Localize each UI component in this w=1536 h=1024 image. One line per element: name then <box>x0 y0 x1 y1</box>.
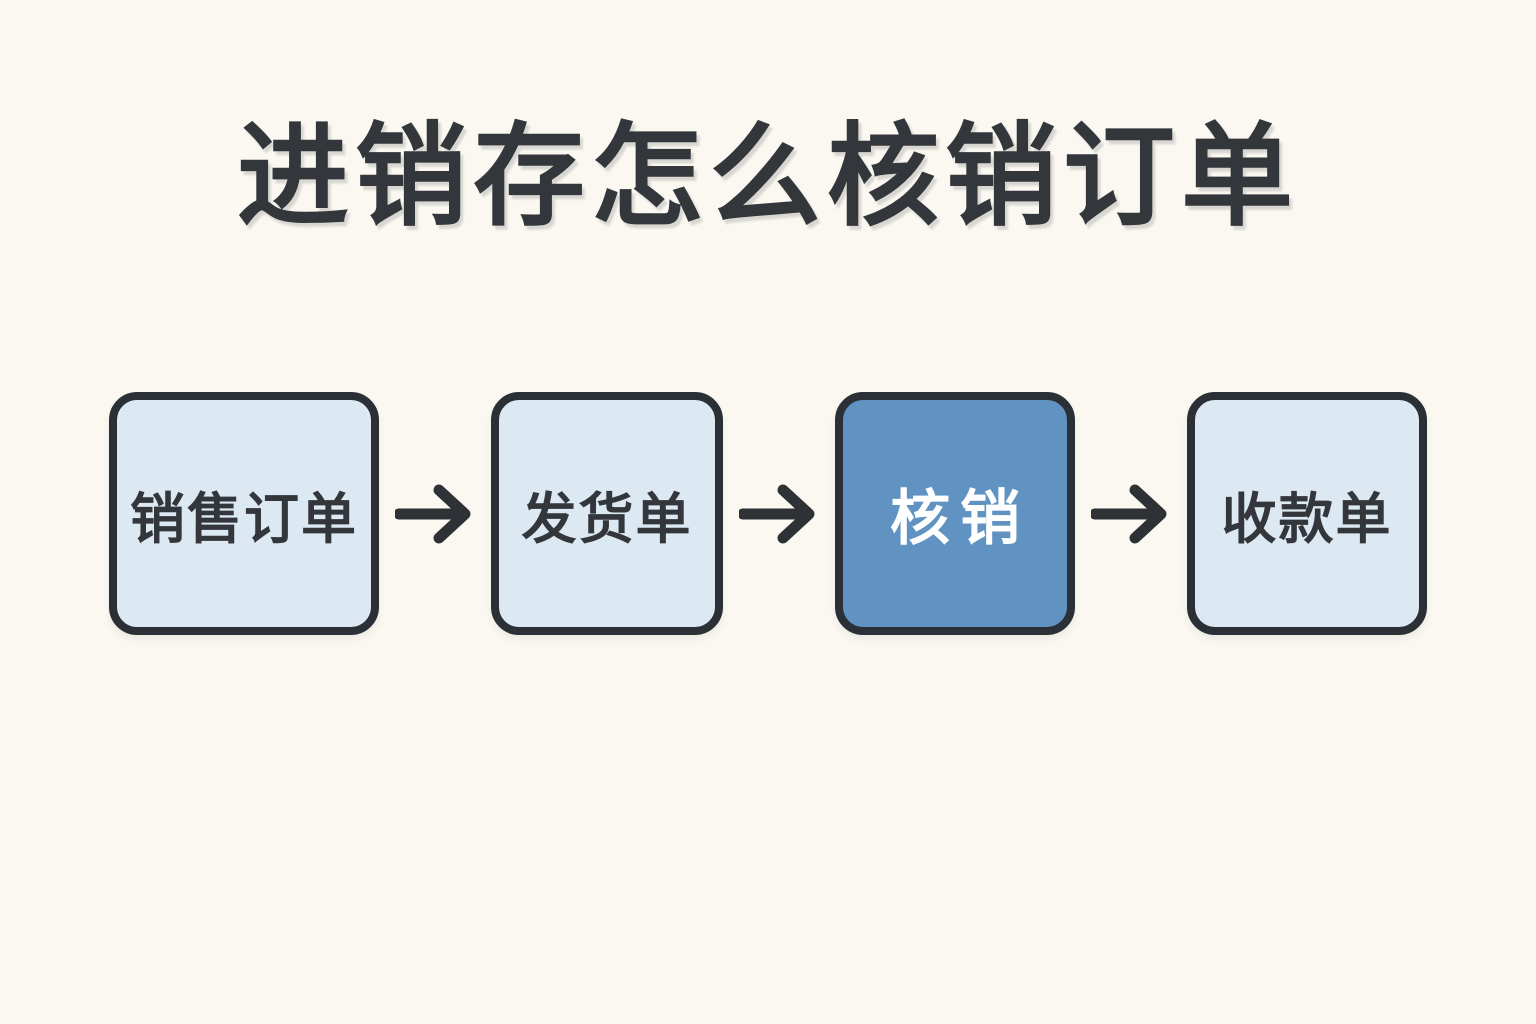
page-title: 进销存怎么核销订单 <box>237 114 1299 239</box>
flow-node-label: 销售订单 <box>129 487 358 550</box>
flow-node-label: 核销 <box>890 485 1030 552</box>
flow-row: 销售订单 发货单 核销 收款单 <box>0 392 1536 635</box>
flow-node-sales-order: 销售订单 <box>109 392 379 635</box>
flow-node-write-off: 核销 <box>835 392 1075 635</box>
right-arrow-icon <box>1091 484 1167 543</box>
right-arrow-icon <box>739 484 815 543</box>
right-arrow-icon <box>395 484 471 543</box>
flow-node-label: 收款单 <box>1221 487 1393 550</box>
flow-node-delivery-note: 发货单 <box>491 392 723 635</box>
flow-node-label: 发货单 <box>521 487 693 550</box>
flow-node-receipt: 收款单 <box>1187 392 1427 635</box>
